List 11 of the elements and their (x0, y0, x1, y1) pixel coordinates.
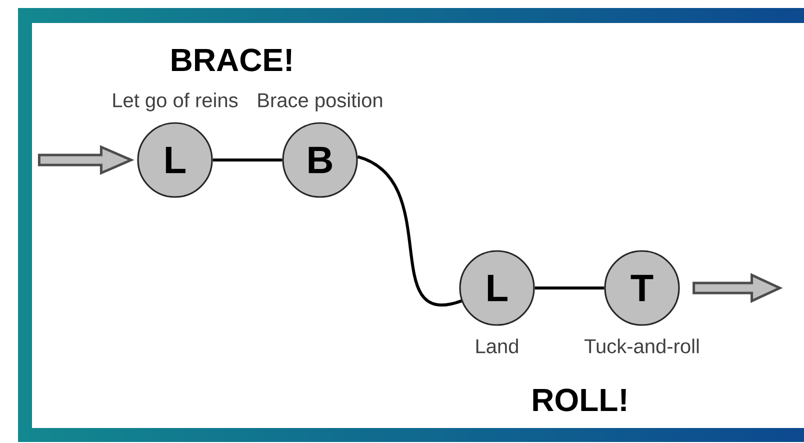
connector-line (534, 286, 604, 290)
step-caption: Let go of reins (113, 92, 238, 112)
step-caption: Land (476, 338, 518, 354)
step-caption: Brace position (258, 92, 382, 112)
connector-line (212, 158, 282, 162)
heading: ROLL! (533, 388, 626, 412)
step-caption: Tuck-and-roll (584, 338, 699, 354)
heading: BRACE! (172, 48, 292, 72)
connector-line (357, 155, 462, 306)
block-arrow (692, 273, 783, 303)
block-arrow (38, 145, 134, 175)
